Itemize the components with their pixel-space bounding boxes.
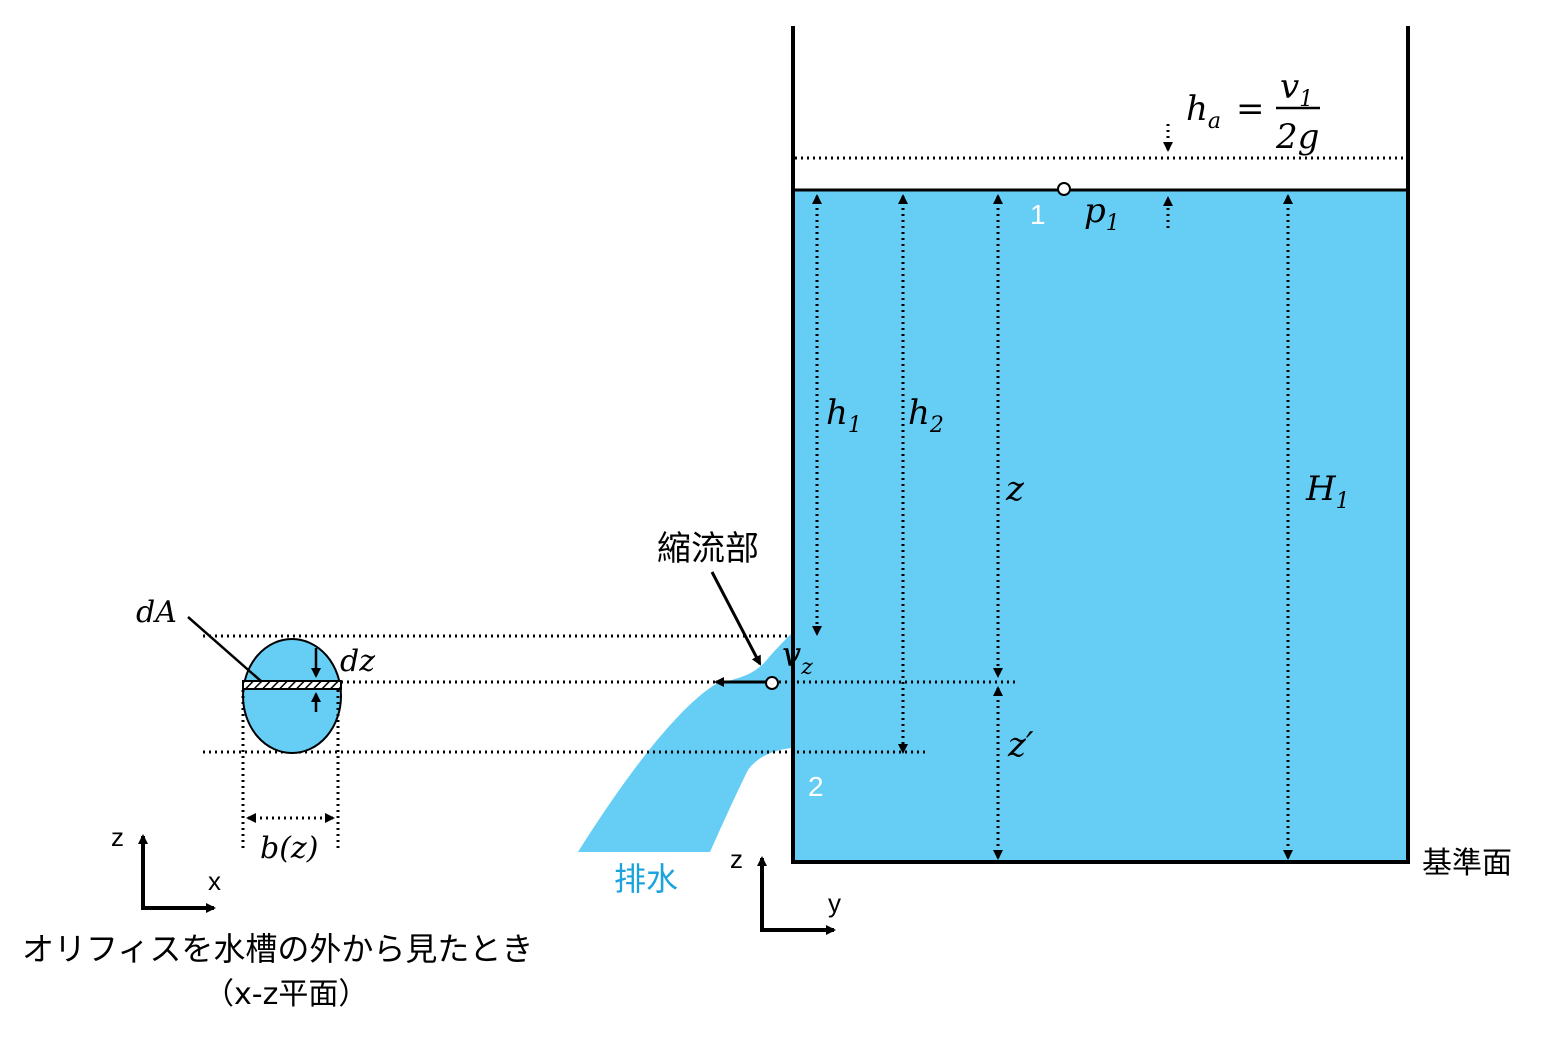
point-2-label: 2 [808,771,824,802]
orifice-front-view [242,638,342,754]
dz-label: dz [340,644,375,679]
point-1-label: 1 [1030,199,1046,230]
point-1-marker [1057,182,1071,196]
ha-numerator: v1 [1280,67,1313,112]
contraction-label: 縮流部 [657,529,759,569]
front-axis-x-label: x [208,866,221,896]
h1-label: h1 [826,393,862,438]
ha-equals: = [1236,89,1265,129]
drain-label: 排水 [614,860,678,898]
side-axis-z-label: z [730,844,743,874]
bz-label: b(z) [260,831,318,866]
vz-label: vz [782,635,813,680]
tank-wall [791,26,1410,864]
caption-line-1: オリフィスを水槽の外から見たとき [22,930,533,968]
contraction-pointer [710,571,762,666]
ha-denominator: 2g [1275,117,1319,157]
h2-label: h2 [908,393,944,438]
vz-point-marker [765,676,779,690]
H1-label: H1 [1305,469,1350,514]
dA-label: dA [136,595,177,630]
side-axis-y-label: y [828,888,841,918]
p1-label: p1 [1084,191,1120,236]
tank-water [793,190,1408,862]
zprime-label: z′ [1007,725,1034,765]
dA-strip [242,680,342,690]
caption-line-2: （x-z平面） [204,977,368,1012]
front-axis-z-label: z [111,822,124,852]
dA-pointer [187,616,263,683]
ha-label: ha [1186,89,1221,134]
drain-jet [578,632,793,852]
z-label: z [1005,469,1025,509]
datum-label: 基準面 [1422,846,1512,881]
